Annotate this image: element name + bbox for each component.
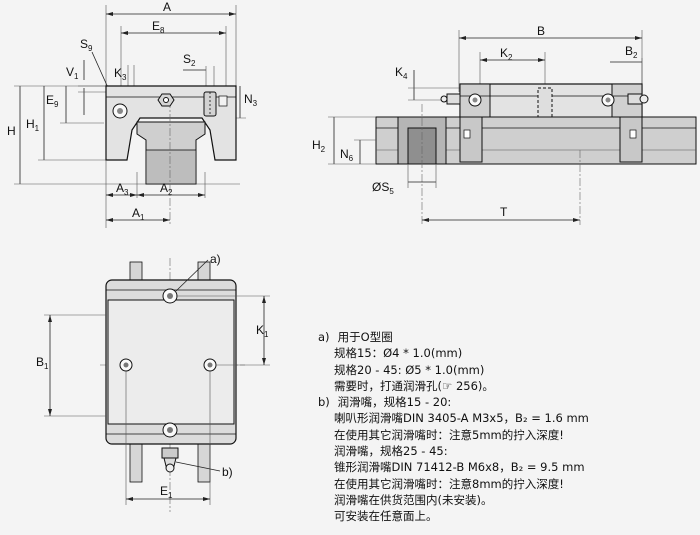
- label-N3: N3: [244, 92, 258, 108]
- label-S5: ØS5: [372, 180, 394, 196]
- label-H2: H2: [312, 138, 326, 154]
- side-view: B K2 B2 K4: [312, 24, 697, 225]
- label-N6: N6: [340, 147, 354, 163]
- label-E9: E9: [46, 93, 59, 109]
- label-K4: K4: [395, 65, 408, 81]
- label-S9: S9: [80, 37, 93, 53]
- label-E8: E8: [152, 19, 165, 35]
- notes-block: a) 用于O型圈 规格15：Ø4 * 1.0(mm) 规格20 - 45: Ø5…: [318, 329, 698, 525]
- label-S2: S2: [183, 52, 196, 68]
- note-b8: 可安装在任意面上。: [334, 509, 438, 524]
- label-B2: B2: [625, 44, 638, 60]
- label-E1: E1: [160, 484, 173, 500]
- note-b4: 润滑嘴，规格25 - 45:: [334, 444, 448, 459]
- label-A3: A3: [116, 181, 129, 197]
- note-b-label: b): [318, 395, 330, 410]
- label-A2: A2: [160, 181, 173, 197]
- front-view: A E8 S9 V1 K3 S2 E9 N3 H: [7, 0, 258, 228]
- note-b6: 在使用其它润滑嘴时：注意8mm的拧入深度!: [334, 476, 564, 491]
- label-K3: K3: [114, 66, 127, 82]
- note-a-label: a): [318, 330, 330, 344]
- note-a2: 规格15：Ø4 * 1.0(mm): [334, 346, 463, 361]
- note-b2: 喇叭形润滑嘴DIN 3405-A M3x5，B₂ = 1.6 mm: [334, 411, 589, 426]
- label-V1: V1: [66, 65, 79, 81]
- note-a1: a) 用于O型圈: [318, 330, 393, 344]
- label-B1: B1: [36, 355, 49, 371]
- label-H: H: [7, 124, 16, 138]
- label-A: A: [163, 0, 171, 14]
- label-K1: K1: [256, 323, 269, 339]
- callout-b: b): [222, 465, 233, 479]
- note-b5: 锥形润滑嘴DIN 71412-B M6x8，B₂ = 9.5 mm: [334, 460, 585, 475]
- label-H1: H1: [26, 117, 40, 133]
- note-a3: 规格20 - 45: Ø5 * 1.0(mm): [334, 362, 485, 377]
- label-A1: A1: [132, 206, 145, 222]
- top-view: a) b) K1 B1 E1: [36, 252, 270, 512]
- note-b3: 在使用其它润滑嘴时：注意5mm的拧入深度!: [334, 427, 564, 442]
- label-K2: K2: [500, 46, 513, 62]
- label-T: T: [500, 205, 508, 219]
- note-b7: 润滑嘴在供货范围内(未安装)。: [334, 492, 493, 507]
- label-B: B: [537, 24, 545, 38]
- callout-a: a): [210, 252, 221, 266]
- note-a4: 需要时，打通润滑孔(☞ 256)。: [334, 378, 494, 393]
- note-b1: b) 润滑嘴，规格15 - 20:: [318, 395, 452, 410]
